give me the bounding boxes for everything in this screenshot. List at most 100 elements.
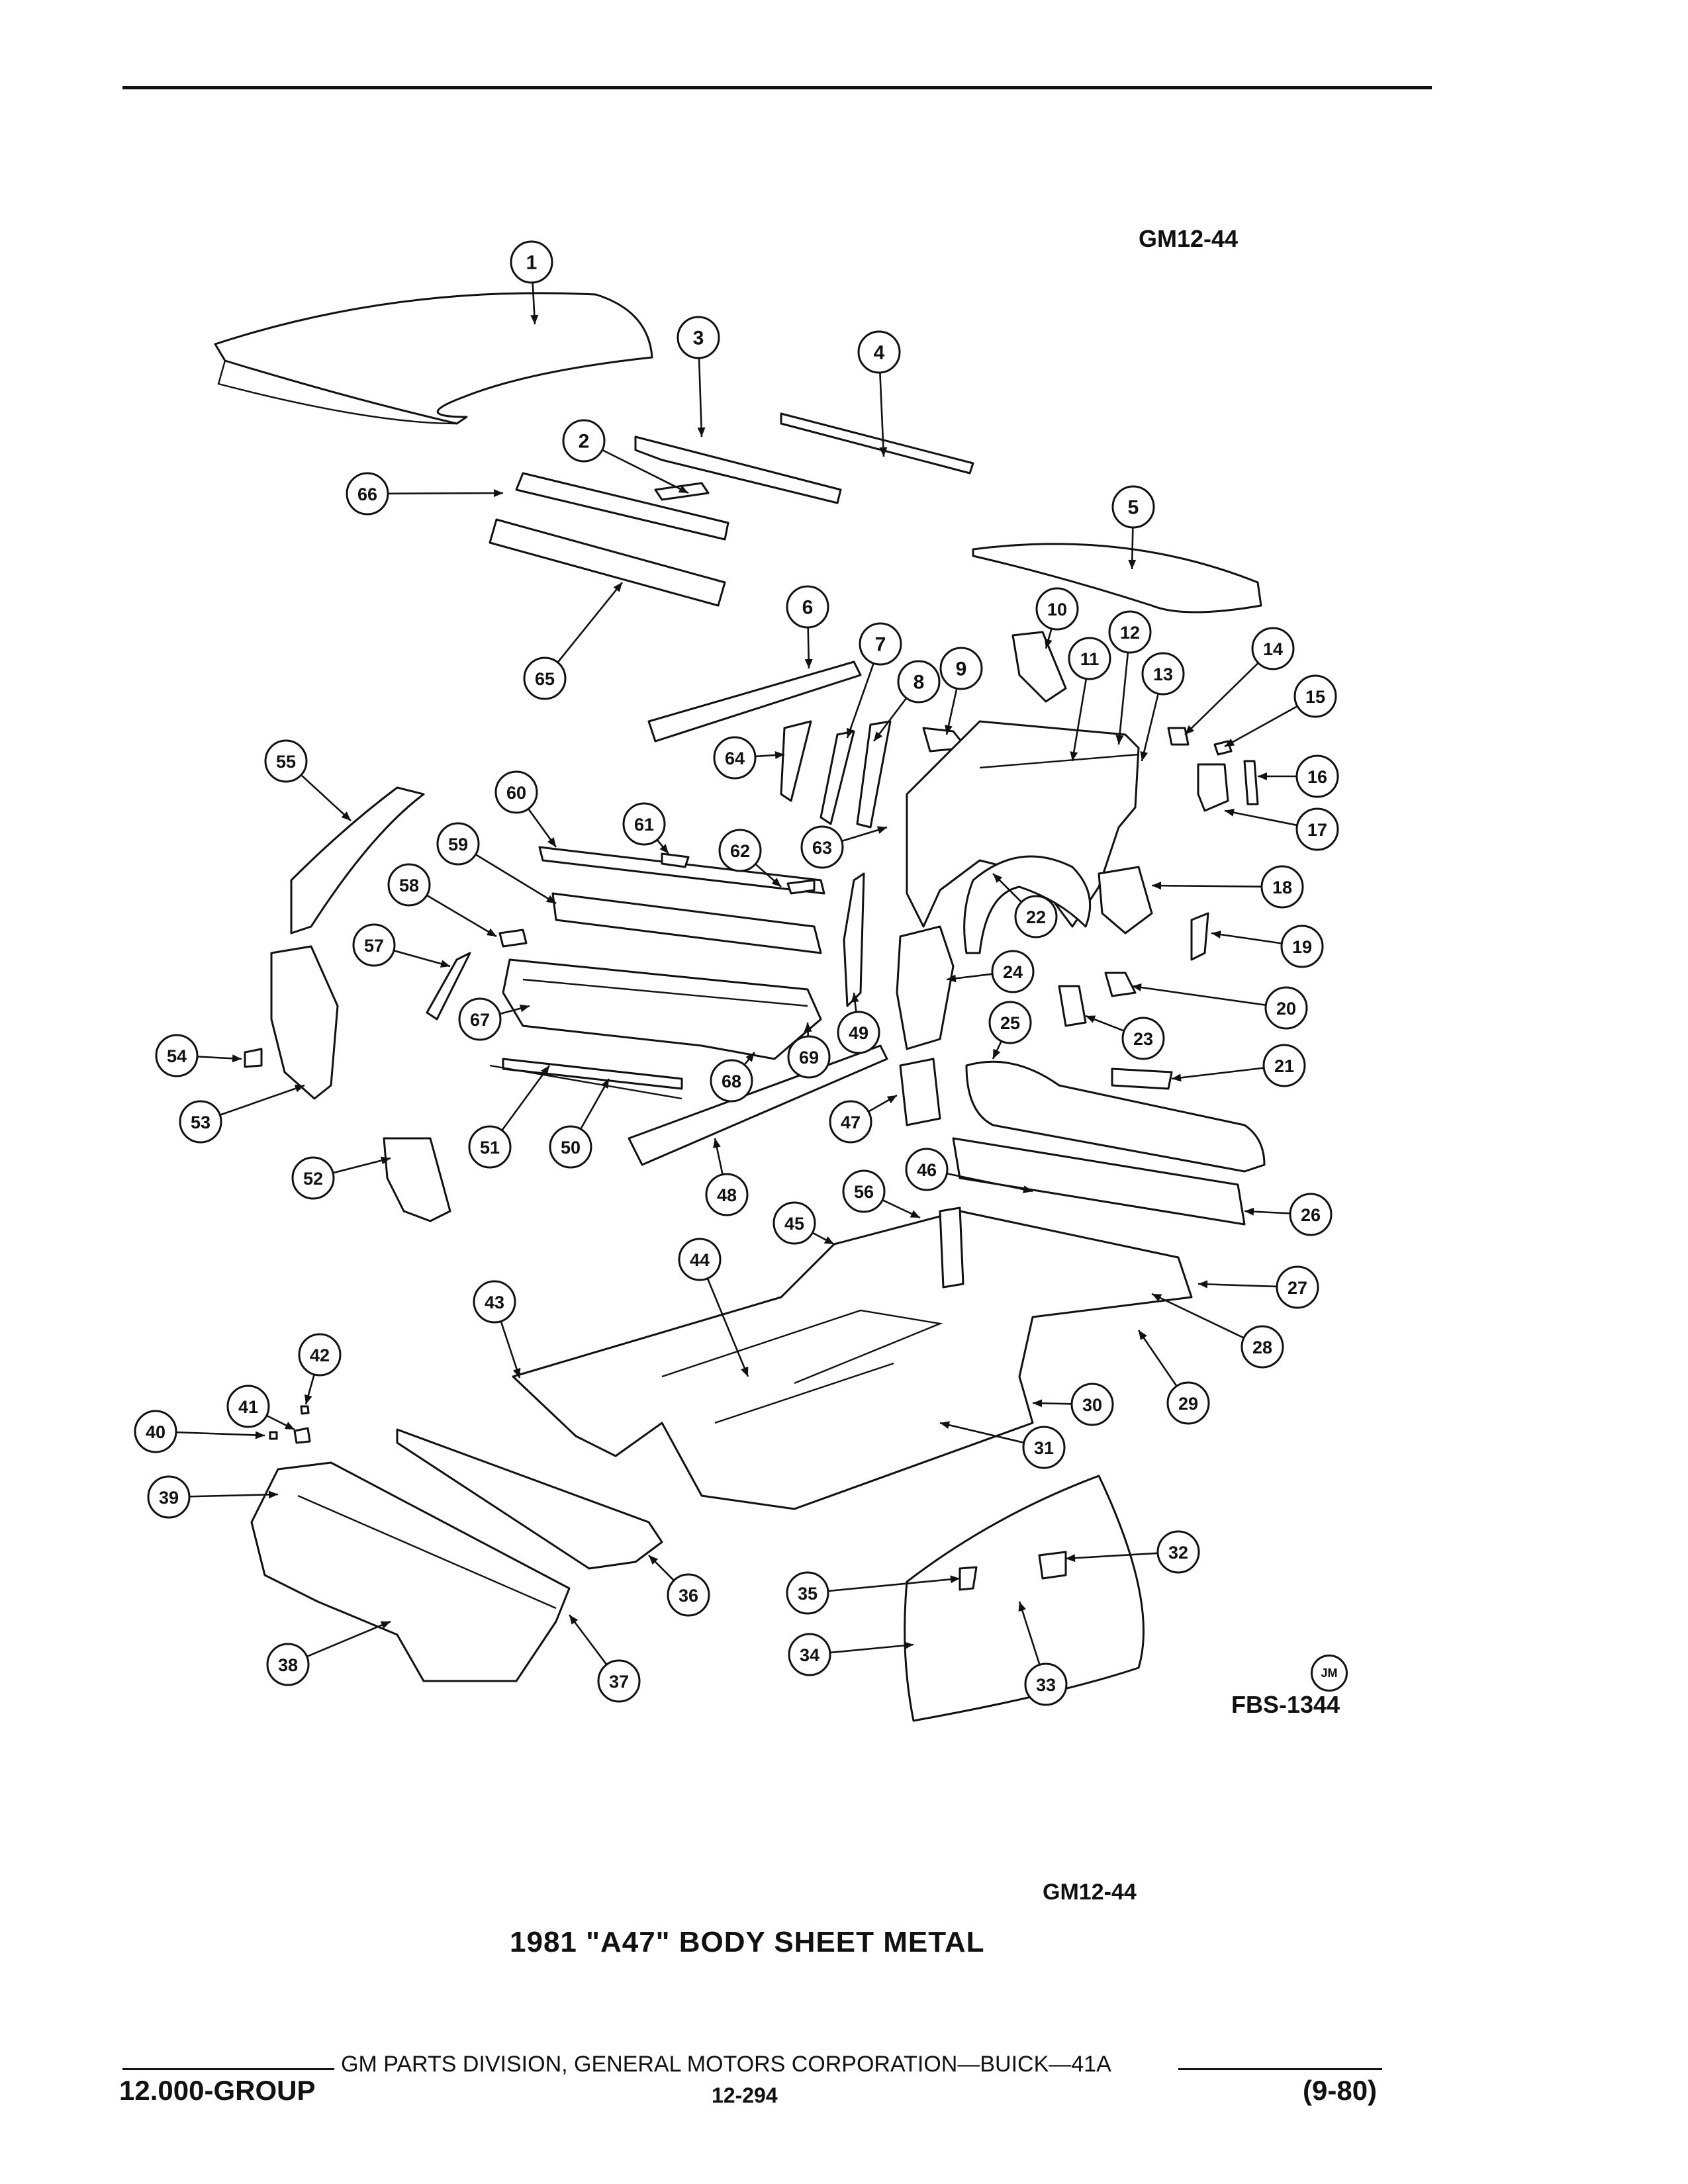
callout-circle-14 bbox=[1251, 627, 1295, 670]
callout-68: 68 bbox=[710, 1052, 756, 1103]
leader-arrow-49 bbox=[851, 993, 859, 1003]
callout-28: 28 bbox=[1151, 1293, 1284, 1369]
callout-number-37: 37 bbox=[609, 1672, 629, 1692]
callout-15: 15 bbox=[1224, 674, 1337, 748]
part-42 bbox=[300, 1405, 310, 1415]
leader-line-17 bbox=[1224, 809, 1297, 827]
callout-55: 55 bbox=[264, 739, 352, 821]
callout-number-9: 9 bbox=[956, 659, 967, 680]
callout-number-33: 33 bbox=[1036, 1675, 1056, 1695]
callout-number-50: 50 bbox=[561, 1138, 581, 1158]
leader-arrow-59 bbox=[545, 895, 556, 903]
callout-number-1: 1 bbox=[526, 252, 538, 274]
callout-number-23: 23 bbox=[1133, 1029, 1153, 1049]
leader-arrow-17 bbox=[1225, 808, 1235, 817]
part-tunnel-brace-56 bbox=[939, 1206, 964, 1289]
callout-38: 38 bbox=[266, 1620, 391, 1686]
leader-line-55 bbox=[300, 774, 352, 821]
callout-number-43: 43 bbox=[485, 1293, 504, 1312]
leader-arrow-41 bbox=[284, 1422, 295, 1430]
leader-arrow-51 bbox=[540, 1066, 549, 1075]
callout-circle-17 bbox=[1295, 807, 1339, 851]
callout-18: 18 bbox=[1151, 865, 1304, 909]
leader-arrow-60 bbox=[547, 837, 556, 847]
callout-number-68: 68 bbox=[722, 1071, 741, 1091]
leader-arrow-13 bbox=[1140, 751, 1149, 761]
callout-circle-51 bbox=[468, 1125, 512, 1169]
callout-48: 48 bbox=[705, 1138, 749, 1216]
callout-circle-13 bbox=[1141, 652, 1185, 696]
callout-number-10: 10 bbox=[1047, 600, 1067, 619]
callout-circle-30 bbox=[1070, 1383, 1114, 1426]
callout-44: 44 bbox=[678, 1238, 749, 1377]
leader-line-15 bbox=[1224, 705, 1298, 748]
callout-circle-56 bbox=[842, 1169, 886, 1213]
callout-number-21: 21 bbox=[1274, 1056, 1294, 1076]
callout-circle-55 bbox=[264, 739, 308, 783]
part-door-outer-panel bbox=[904, 1475, 1145, 1722]
callout-circle-16 bbox=[1295, 754, 1339, 798]
callout-50: 50 bbox=[549, 1078, 610, 1169]
callout-circle-2 bbox=[562, 419, 606, 463]
illustrator-mark: JM bbox=[1311, 1655, 1348, 1692]
callout-circle-52 bbox=[291, 1156, 335, 1200]
callout-57: 57 bbox=[352, 923, 451, 968]
callout-number-28: 28 bbox=[1252, 1338, 1272, 1357]
callout-number-63: 63 bbox=[812, 838, 832, 858]
callout-circle-62 bbox=[718, 829, 762, 872]
leader-arrow-32 bbox=[1066, 1554, 1076, 1563]
leader-arrow-40 bbox=[255, 1431, 265, 1439]
callout-number-13: 13 bbox=[1153, 664, 1173, 684]
top-rule bbox=[122, 86, 1432, 89]
leader-arrow-14 bbox=[1185, 725, 1195, 735]
callout-circle-15 bbox=[1293, 674, 1337, 718]
callout-circle-63 bbox=[800, 825, 844, 869]
callout-13: 13 bbox=[1140, 652, 1185, 762]
callout-17: 17 bbox=[1224, 807, 1339, 851]
callout-37: 37 bbox=[568, 1614, 641, 1703]
callout-number-39: 39 bbox=[159, 1488, 179, 1508]
part-17 bbox=[1197, 763, 1229, 812]
callout-12: 12 bbox=[1108, 610, 1152, 745]
callout-number-38: 38 bbox=[278, 1655, 298, 1675]
leader-line-19 bbox=[1211, 932, 1282, 944]
callout-circle-45 bbox=[773, 1201, 816, 1245]
leader-line-39 bbox=[189, 1493, 279, 1498]
leader-arrow-68 bbox=[745, 1052, 755, 1062]
part-a-pillar-55 bbox=[290, 786, 425, 934]
leader-arrow-21 bbox=[1172, 1073, 1182, 1082]
leader-line-31 bbox=[939, 1422, 1025, 1444]
callout-64: 64 bbox=[713, 736, 785, 780]
callout-42: 42 bbox=[298, 1333, 342, 1405]
callout-6: 6 bbox=[786, 585, 829, 669]
callout-61: 61 bbox=[622, 802, 670, 854]
leader-arrow-28 bbox=[1152, 1294, 1162, 1302]
callout-58: 58 bbox=[387, 863, 497, 938]
part-door-35 bbox=[959, 1566, 978, 1591]
leader-arrow-24 bbox=[947, 974, 957, 983]
callout-29: 29 bbox=[1137, 1330, 1210, 1425]
callout-45: 45 bbox=[773, 1201, 835, 1246]
callout-number-2: 2 bbox=[579, 431, 590, 453]
callout-number-11: 11 bbox=[1080, 649, 1100, 669]
part-cowl-36 bbox=[396, 1428, 663, 1570]
part-47 bbox=[899, 1058, 941, 1126]
callout-circle-48 bbox=[705, 1173, 749, 1216]
part-24 bbox=[896, 925, 955, 1050]
leader-line-7 bbox=[846, 662, 874, 739]
callout-number-34: 34 bbox=[800, 1645, 820, 1665]
part-pillar-8 bbox=[856, 720, 892, 829]
callout-circle-31 bbox=[1022, 1426, 1066, 1469]
callout-number-29: 29 bbox=[1178, 1394, 1198, 1414]
callout-14: 14 bbox=[1184, 627, 1295, 735]
leader-line-4 bbox=[879, 372, 885, 457]
leader-line-12 bbox=[1117, 652, 1129, 745]
part-windshield-header bbox=[647, 660, 862, 743]
callout-circle-19 bbox=[1280, 925, 1324, 968]
leader-line-35 bbox=[827, 1577, 961, 1592]
leader-arrow-35 bbox=[950, 1575, 960, 1584]
footer-group: 12.000-GROUP bbox=[119, 2075, 316, 2106]
callout-circle-3 bbox=[677, 316, 720, 359]
callout-39: 39 bbox=[147, 1475, 279, 1519]
callout-number-16: 16 bbox=[1307, 767, 1327, 787]
